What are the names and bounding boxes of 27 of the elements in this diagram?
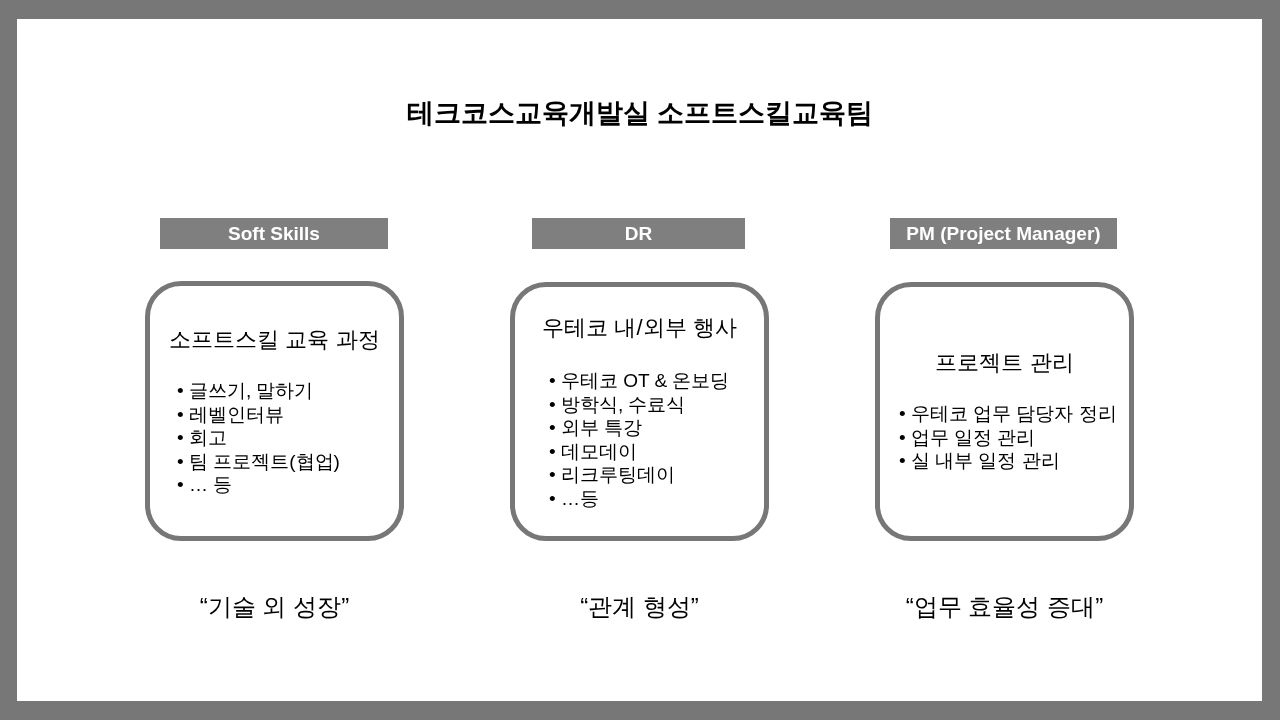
list-item: • 업무 일정 관리 <box>899 425 1036 449</box>
list-item: • 실 내부 일정 관리 <box>899 449 1060 473</box>
rounded-box <box>510 282 769 541</box>
list-item: • 우테코 업무 담당자 정리 <box>899 402 1117 426</box>
list-item: • … 등 <box>177 473 233 497</box>
box-heading: 우테코 내/외부 행사 <box>542 314 737 342</box>
header-bar: Soft Skills <box>160 218 388 249</box>
list-item: • 리크루팅데이 <box>549 463 675 487</box>
list-item: • …등 <box>549 486 599 510</box>
box-heading: 소프트스킬 교육 과정 <box>169 326 380 354</box>
list-item: • 레벨인터뷰 <box>177 402 284 426</box>
list-item: • 우테코 OT & 온보딩 <box>549 369 730 393</box>
rounded-box <box>875 282 1134 541</box>
list-item: • 외부 특강 <box>549 416 643 440</box>
quote-text: “기술 외 성장” <box>199 592 350 622</box>
list-item: • 팀 프로젝트(협업) <box>177 449 340 473</box>
header-bar: DR <box>532 218 745 249</box>
list-item: • 데모데이 <box>549 439 637 463</box>
list-item: • 글쓰기, 말하기 <box>177 379 314 403</box>
title: 테크코스교육개발실 소프트스킬교육팀 <box>406 97 874 130</box>
list-item: • 회고 <box>177 426 227 450</box>
rounded-box <box>145 281 404 541</box>
header-bar: PM (Project Manager) <box>890 218 1117 249</box>
box-heading: 프로젝트 관리 <box>935 349 1074 377</box>
quote-text: “업무 효율성 증대” <box>905 592 1104 622</box>
quote-text: “관계 형성” <box>580 592 699 622</box>
list-item: • 방학식, 수료식 <box>549 392 686 416</box>
